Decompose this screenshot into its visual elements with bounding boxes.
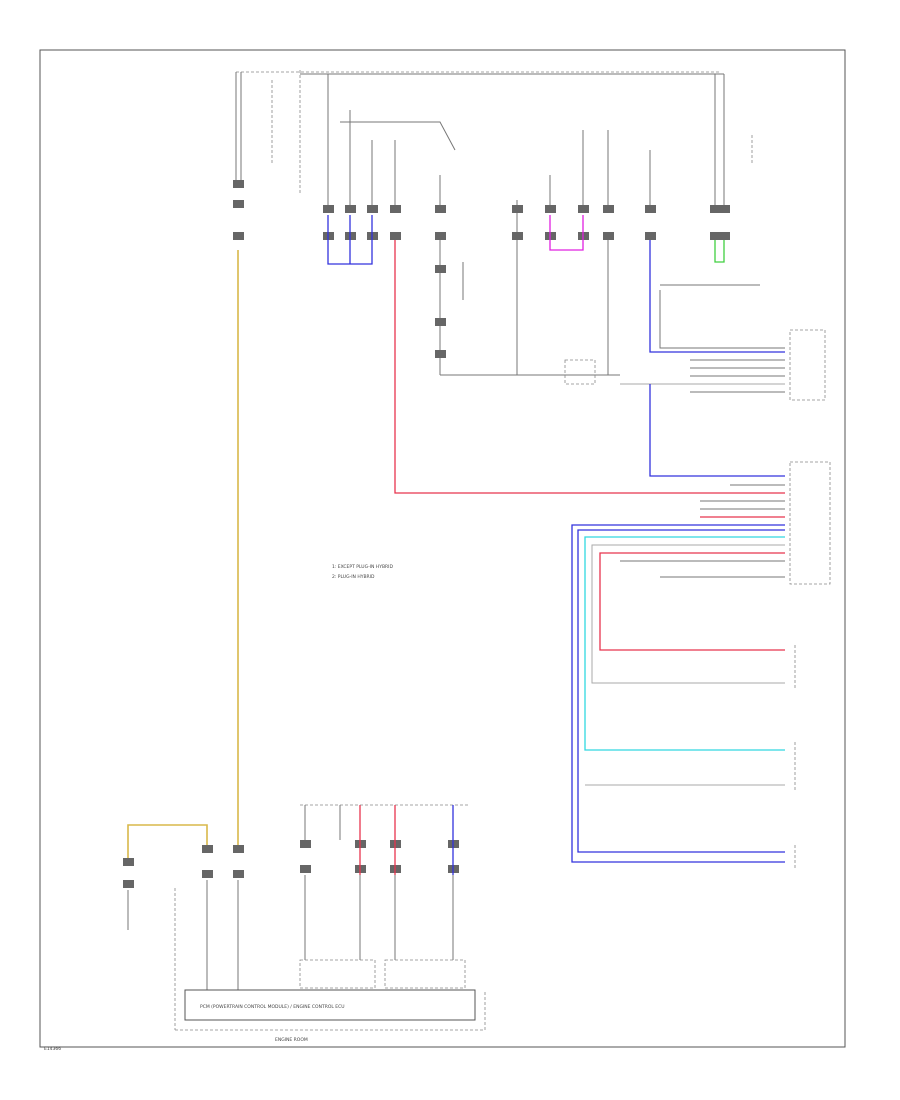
transmission-group-right: [384, 805, 466, 989]
ecu-box: [184, 989, 476, 1021]
relay-column: [435, 175, 620, 376]
red-wire: [390, 140, 785, 494]
lower-right-bundle: [571, 484, 785, 863]
right-relay-blue: [645, 150, 785, 353]
green-wire-group: [710, 74, 730, 263]
lower-right-module: [789, 461, 831, 585]
ecu-box-label: PCM (POWERTRAIN CONTROL MODULE) / ENGINE…: [200, 1004, 345, 1010]
sensor-box-center: [564, 359, 596, 385]
right-sensor-box: [789, 329, 826, 401]
right-sensor-wires: [620, 284, 785, 477]
ground-dash-bottom: [175, 990, 486, 1031]
corner-label: E14366: [44, 1046, 61, 1052]
relay-feed: [340, 121, 456, 151]
diagram-frame: [39, 49, 846, 1048]
transmission-group-left: [299, 804, 470, 989]
left-yellow-loop: [123, 824, 213, 990]
blue-wire-group: [323, 74, 378, 265]
note-line-1: 1: EXCEPT PLUG-IN HYBRID: [332, 564, 393, 570]
bottom-center-label: ENGINE ROOM: [275, 1037, 308, 1043]
pink-wire-group: [512, 130, 614, 375]
note-line-2: 2: PLUG-IN HYBRID: [332, 574, 375, 580]
left-main-wire: [233, 72, 244, 990]
